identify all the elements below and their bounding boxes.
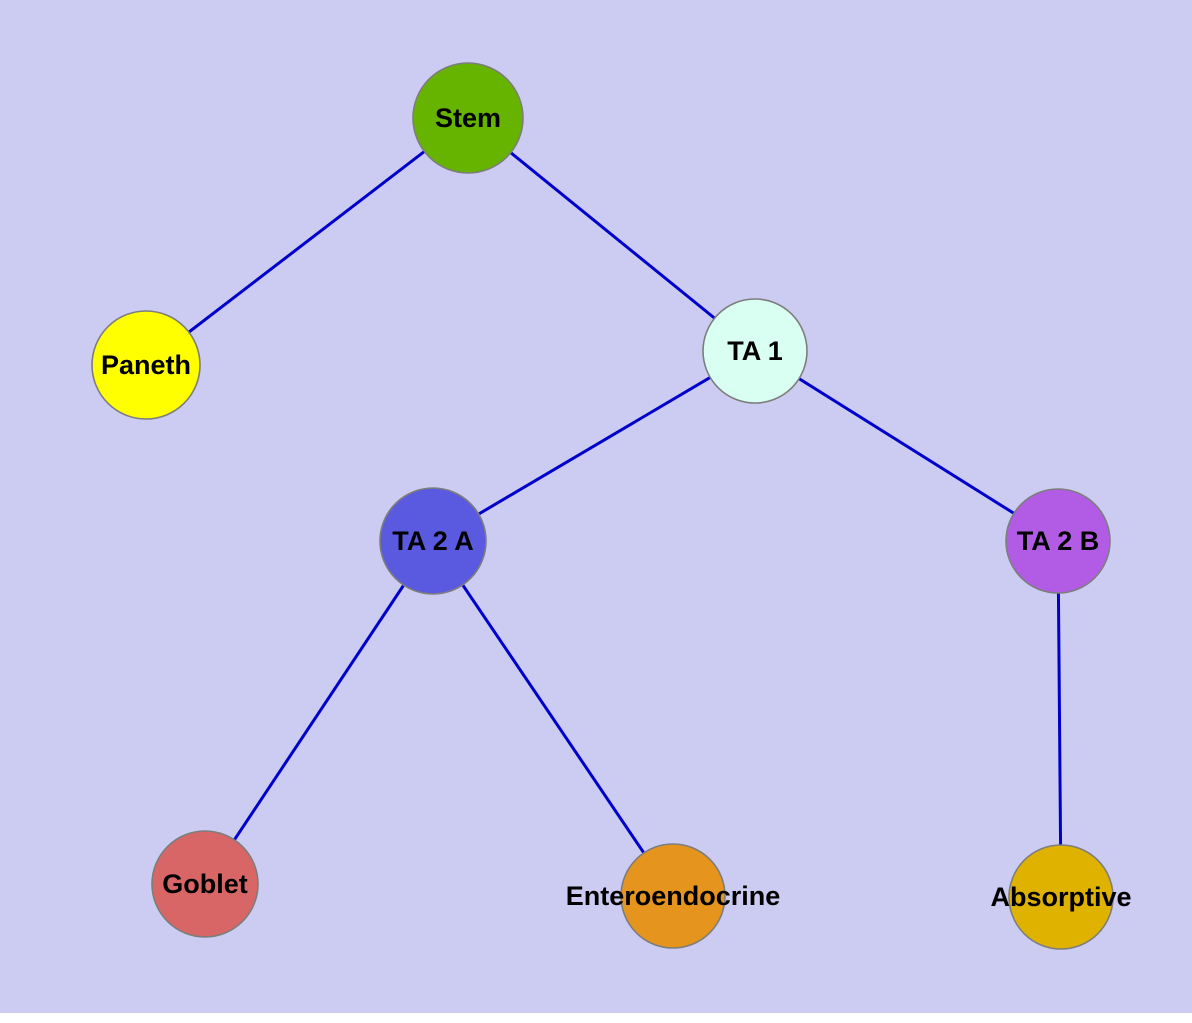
node-circle-ta2b (1005, 488, 1111, 594)
node-ta1: TA 1 (702, 298, 808, 404)
edge-stem-paneth (145, 116, 469, 367)
node-circle-ta2a (379, 487, 487, 595)
edge-stem-ta1 (467, 116, 756, 353)
node-circle-goblet (151, 830, 259, 938)
node-circle-enteroendocrine (620, 843, 726, 949)
node-label-ta1: TA 1 (727, 336, 783, 366)
node-stem: Stem (412, 62, 524, 174)
node-label-enteroendocrine: Enteroendocrine (566, 881, 781, 911)
node-enteroendocrine: Enteroendocrine (566, 843, 781, 949)
edge-ta1-ta2b (754, 349, 1059, 543)
node-label-ta2b: TA 2 B (1017, 526, 1100, 556)
node-label-goblet: Goblet (162, 869, 248, 899)
node-circle-ta1 (702, 298, 808, 404)
node-circle-paneth (91, 310, 201, 420)
node-label-paneth: Paneth (101, 350, 191, 380)
node-circle-stem (412, 62, 524, 174)
node-label-absorptive: Absorptive (990, 882, 1131, 912)
node-label-stem: Stem (435, 103, 501, 133)
edge-ta2b-absorptive (1056, 540, 1063, 898)
node-absorptive: Absorptive (990, 844, 1132, 950)
node-circle-absorptive (1008, 844, 1114, 950)
node-ta2b: TA 2 B (1005, 488, 1111, 594)
node-label-ta2a: TA 2 A (392, 526, 474, 556)
edge-ta2a-goblet (203, 540, 435, 885)
node-paneth: Paneth (91, 310, 201, 420)
node-goblet: Goblet (151, 830, 259, 938)
edge-ta2a-enteroendocrine (431, 540, 675, 897)
edge-ta1-ta2a (432, 349, 756, 543)
node-ta2a: TA 2 A (379, 487, 487, 595)
